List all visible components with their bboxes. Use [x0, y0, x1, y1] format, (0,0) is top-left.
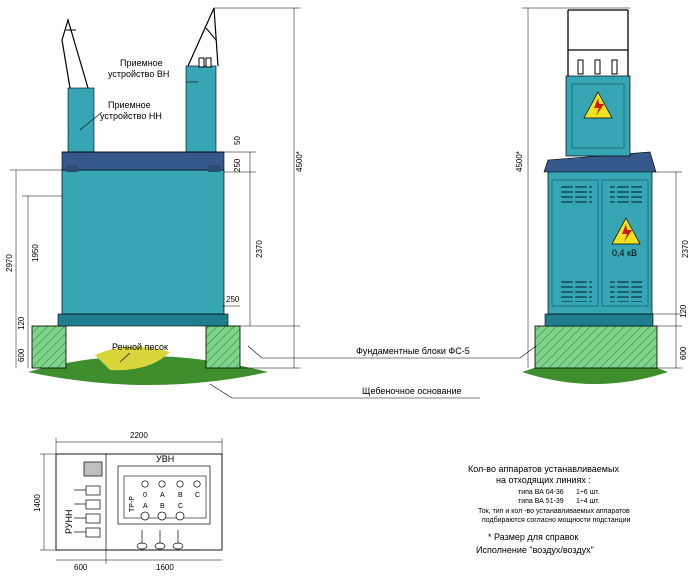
- side-dimensions: [522, 7, 682, 369]
- plan-phase-bottom-b: B: [160, 503, 165, 510]
- plan-uvn-label: УВН: [156, 454, 174, 464]
- foundation-block-left-1: [31, 325, 67, 369]
- dim-2200: 2200: [130, 431, 148, 440]
- dim-600-left: 600: [17, 348, 26, 362]
- foundation-leader-right: [519, 345, 537, 359]
- plan-outline: [55, 453, 223, 551]
- front-view: Приемное устройство ВН Приемное устройст…: [28, 7, 268, 385]
- roof-bracket-left: [66, 165, 78, 172]
- hv-mast-brace: [205, 27, 217, 41]
- side-view: 0,4 кВ: [522, 9, 668, 384]
- notes-reference: * Размер для справок: [488, 532, 578, 542]
- louver-left-bottom: [560, 280, 592, 302]
- lv-device-label-1: Приемное: [108, 100, 151, 110]
- hv-insulators: [198, 57, 212, 68]
- lv-device-label-2: устройство НН: [100, 111, 162, 121]
- lv-receiving-device: [67, 87, 95, 153]
- lightning-door-icon: [622, 224, 632, 242]
- louver-right-top: [610, 184, 642, 206]
- dim-120-right: 120: [679, 304, 688, 318]
- plan-phase-top-c: C: [195, 492, 200, 499]
- river-sand-label: Речной песок: [112, 342, 168, 352]
- plan-runn-breakers: [74, 461, 103, 538]
- dim-250-bottom: 250: [226, 295, 240, 304]
- plan-phase-bottom-c: C: [178, 503, 183, 510]
- dim-1600-plan: 1600: [156, 563, 174, 572]
- base-frame-side: [544, 313, 654, 327]
- foundation-block-left-2: [205, 325, 241, 369]
- plan-dimensions: [40, 438, 223, 564]
- notes-title-1: Кол-во аппаратов устанавливаемых: [468, 464, 619, 474]
- plan-trr-label: ТР-Р: [129, 496, 136, 512]
- lv-mast: [61, 17, 89, 89]
- front-dimensions: [10, 7, 300, 369]
- notes-row2-type: типа ВА 51-39: [518, 498, 564, 505]
- plan-view: [55, 453, 223, 551]
- plan-runn-label: РУНН: [64, 509, 74, 534]
- notes-row1-type: типа ВА 04-36: [518, 489, 564, 496]
- side-insulators: [577, 59, 618, 75]
- dim-120-left: 120: [17, 316, 26, 330]
- front-roof: [61, 151, 225, 171]
- dim-1400: 1400: [33, 494, 42, 512]
- roof-bracket-right: [208, 165, 220, 172]
- dim-4500-side: 4500*: [515, 151, 524, 172]
- gravel-base-label: Щебеночное основание: [362, 386, 462, 396]
- hv-cabinet-door: [571, 83, 625, 149]
- side-roof: [543, 151, 657, 173]
- hv-device-label-1: Приемное: [120, 58, 163, 68]
- plan-phase-top-0: 0: [143, 492, 147, 499]
- dim-50: 50: [233, 136, 242, 145]
- foundation-leader: [247, 345, 263, 359]
- plan-terminals: [118, 480, 201, 551]
- dim-600-plan: 600: [74, 563, 88, 572]
- lightning-top-icon: [594, 98, 604, 116]
- dim-2970: 2970: [5, 254, 14, 272]
- plan-uvn-block: [117, 465, 211, 525]
- dim-4500-front: 4500*: [295, 151, 304, 172]
- base-frame-front: [57, 313, 229, 327]
- side-mast: [567, 9, 629, 76]
- louver-left-top: [560, 184, 592, 206]
- dim-2370-front: 2370: [255, 240, 264, 258]
- notes-row2-count: 1÷4 шт.: [576, 498, 600, 505]
- river-sand-area: [95, 346, 170, 371]
- plan-phase-top-b: B: [178, 492, 183, 499]
- dim-2370-side: 2370: [681, 240, 690, 258]
- front-body: [61, 169, 225, 315]
- louver-right-bottom: [610, 280, 642, 302]
- dim-600-right: 600: [679, 346, 688, 360]
- plan-phase-top-a: A: [160, 492, 165, 499]
- plan-phase-bottom-a: A: [143, 503, 148, 510]
- voltage-badge: 0,4 кВ: [612, 248, 637, 258]
- gravel-leader: [209, 383, 233, 399]
- hv-receiving-device: [185, 65, 217, 153]
- foundation-block-right: [534, 325, 658, 369]
- notes-block: Кол-во аппаратов устанавливаемых на отхо…: [468, 464, 631, 555]
- notes-row1-count: 1÷6 шт.: [576, 489, 600, 496]
- notes-title-2: на отходящих линиях :: [496, 475, 591, 485]
- notes-info-1: Ток, тип и кол -во устанавливаемых аппар…: [478, 508, 630, 515]
- lv-label-leader: [79, 111, 103, 131]
- dim-1950: 1950: [31, 244, 40, 262]
- foundation-blocks-label: Фундаментные блоки ФС-5: [356, 346, 470, 356]
- hv-device-label-2: устройство ВН: [108, 69, 169, 79]
- notes-execution: Исполнение "воздух/воздух": [476, 545, 594, 555]
- river-sand-leader: [119, 352, 131, 363]
- dim-250-top: 250: [233, 158, 242, 172]
- notes-info-2: подбираются согласно мощности подстанции: [482, 516, 631, 524]
